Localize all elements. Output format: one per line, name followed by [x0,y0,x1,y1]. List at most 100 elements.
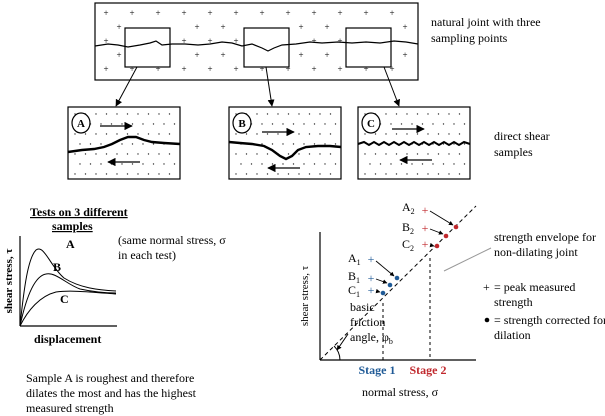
stage1-label: Stage 1 [359,363,396,377]
texture-dot [298,133,300,135]
texture-dot [271,163,274,165]
texture-dot [79,163,81,165]
texture-dot [437,153,440,155]
texture-dot [448,173,450,175]
texture-cross: + [402,50,407,60]
texture-dot [390,123,392,125]
texture-dot [173,123,176,125]
envelope-label-line1: strength envelope for [494,230,596,244]
texture-dot [319,153,321,155]
texture-dot [137,113,139,115]
natural-joint-line [94,40,419,52]
legend-peak-line1: = peak measured [494,280,575,294]
strength-envelope-line [319,205,477,361]
rock-mass-box [94,2,419,81]
friction-label-line2: friction [350,315,385,329]
texture-cross: + [207,36,212,46]
texture-dot [400,163,403,165]
texture-dot [395,113,398,115]
tests-y-axis-label: shear stress, τ [3,249,15,314]
correction-arrow-c1 [375,288,381,294]
texture-dot [292,163,295,165]
texture-dot [427,153,429,155]
peak-point-a2: + [422,203,429,217]
texture-dot [369,163,371,165]
stage2-label: Stage 2 [410,363,447,377]
texture-dot [250,163,253,165]
texture-cross: + [103,8,108,18]
texture-dot [319,133,321,135]
texture-dot [137,153,139,155]
sample-label-circle-a [71,112,91,134]
strength-envelope-plot: basic friction angle, φb + + + + + + A1 … [299,200,605,399]
texture-dot [240,163,242,165]
texture-cross: + [207,64,212,74]
texture-dot [308,173,311,175]
texture-dot [374,133,377,135]
texture-dot [256,133,258,135]
legend-corrected-line2: dilation [494,328,531,342]
texture-dot [287,173,290,175]
point-label-a1: A1 [348,251,361,267]
texture-dot [458,133,461,135]
texture-dot [319,113,321,115]
texture-dot [100,143,102,145]
texture-dot [147,153,150,155]
texture-dot [458,153,461,155]
texture-dot [245,173,248,175]
texture-dot [437,113,440,115]
legend-corrected-dot [484,317,490,323]
texture-dot [100,163,102,165]
texture-dot [303,123,305,125]
conclusion-line1: Sample A is roughest and therefore [26,371,194,385]
texture-dot [298,153,300,155]
texture-dot [235,173,237,175]
texture-dot [421,123,424,125]
texture-dot [292,143,295,145]
texture-cross: + [116,50,121,60]
texture-dot [432,123,434,125]
texture-dot [147,173,150,175]
corrected-point-a1 [394,275,400,281]
texture-dot [463,163,466,165]
texture-dot [110,123,113,125]
texture-dot [406,173,408,175]
sample-label-b: B [238,118,246,130]
correction-arrow-c2 [429,242,435,248]
texture-cross: + [233,36,238,46]
texture-cross: + [298,50,303,60]
texture-dot [116,173,118,175]
texture-dot [84,153,87,155]
conclusion-line2: dilates the most and has the highest [26,386,197,400]
texture-dot [442,123,445,125]
envelope-x-axis-label: normal stress, σ [362,385,439,399]
texture-dot [458,113,461,115]
texture-dot [453,123,455,125]
correction-arrow-a2 [429,210,454,226]
texture-dot [416,153,419,155]
texture-dot [116,133,118,135]
texture-dot [121,143,123,145]
texture-dot [116,153,118,155]
corrected-point-a2 [453,224,459,230]
friction-label-line1: basic [350,300,375,314]
texture-dot [308,153,311,155]
texture-cross: + [194,22,199,32]
texture-dot [158,113,160,115]
corrected-point-c1 [380,290,386,296]
tests-note-line2: in each test) [118,248,176,262]
texture-dot [432,163,434,165]
texture-dot [406,133,408,135]
texture-dot [168,113,171,115]
texture-dot [406,153,408,155]
texture-dot [448,153,450,155]
texture-dot [235,153,237,155]
texture-cross: + [324,50,329,60]
legend-peak-line2: strength [494,295,533,309]
texture-dot [453,143,455,145]
texture-dot [416,113,419,115]
texture-dot [298,113,300,115]
texture-dot [303,143,305,145]
texture-dot [411,163,413,165]
texture-dot [126,113,129,115]
